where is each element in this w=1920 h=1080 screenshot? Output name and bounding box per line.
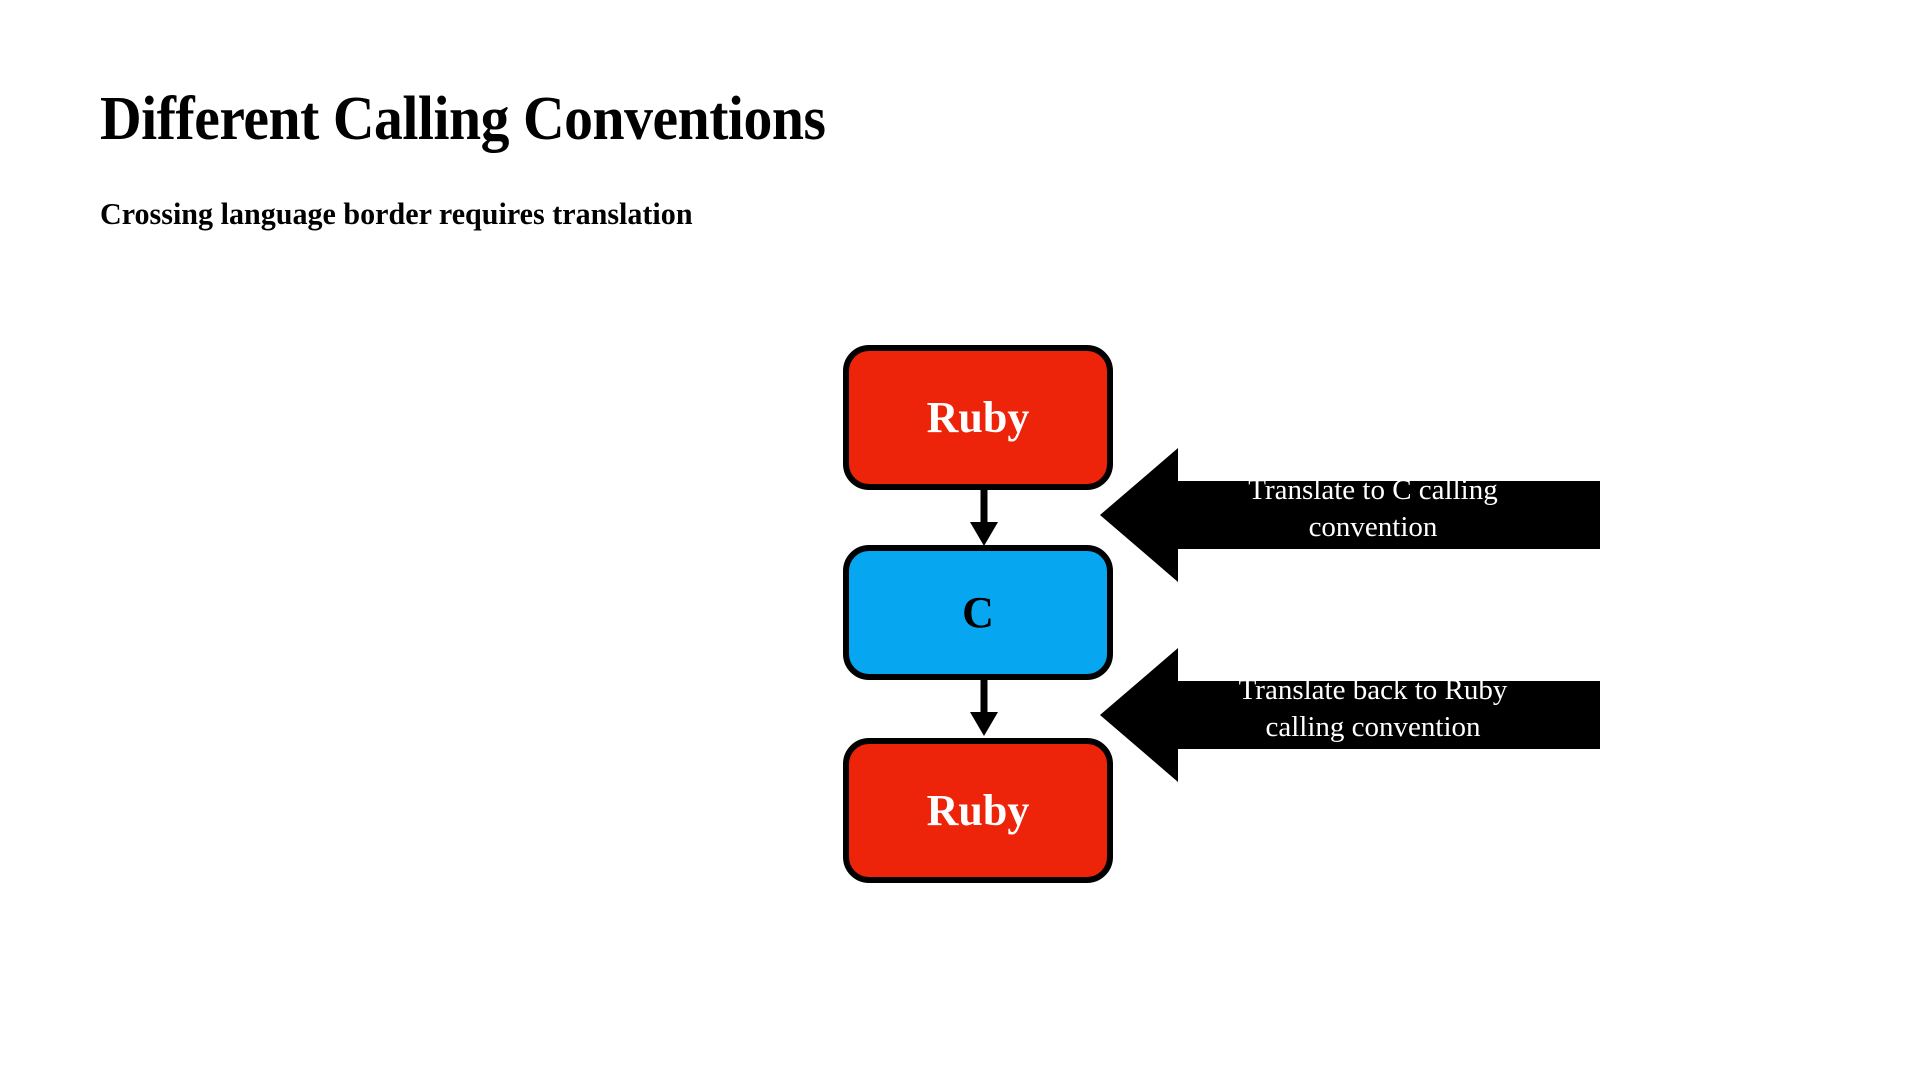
node-ruby-bottom-label: Ruby [926, 785, 1030, 835]
annotation-to-c-line1: Translate to C calling [1248, 474, 1498, 506]
annotation-to-c[interactable]: Translate to C calling convention [1100, 448, 1600, 582]
annotation-to-c-line2: convention [1308, 511, 1438, 544]
annotation-to-c-text: Translate to C calling convention [1188, 472, 1558, 546]
connector-ruby-to-c-icon [970, 488, 998, 546]
node-ruby-top-label: Ruby [926, 392, 1030, 442]
left-block-arrow-icon [1100, 448, 1600, 582]
annotation-to-ruby-line1: Translate back to Ruby [1238, 674, 1508, 706]
page-title: Different Calling Conventions [100, 85, 826, 153]
page-subtitle: Crossing language border requires transl… [100, 196, 693, 231]
node-c-label: C [962, 587, 994, 637]
node-c[interactable]: C [843, 545, 1113, 680]
annotation-to-ruby-text: Translate back to Ruby calling conventio… [1188, 672, 1558, 746]
left-block-arrow-icon [1100, 648, 1600, 782]
annotation-to-ruby[interactable]: Translate back to Ruby calling conventio… [1100, 648, 1600, 782]
node-ruby-top[interactable]: Ruby [843, 345, 1113, 490]
annotation-to-ruby-line2: calling convention [1265, 711, 1481, 744]
connector-c-to-ruby-icon [970, 678, 998, 736]
node-ruby-bottom[interactable]: Ruby [843, 738, 1113, 883]
